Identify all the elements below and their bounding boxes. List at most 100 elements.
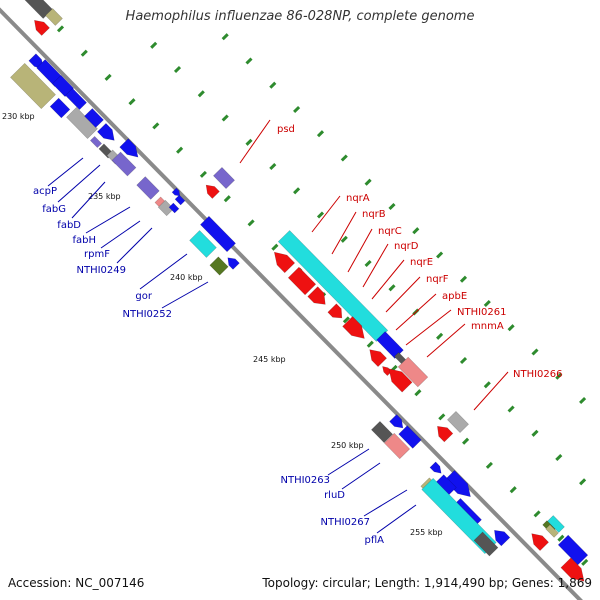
gene-feature: [277, 230, 389, 342]
gene-feature: [168, 202, 180, 214]
gene-label-nqrb[interactable]: nqrB: [362, 209, 386, 220]
feature-layer: [10, 0, 589, 582]
gene-label-nthi0252[interactable]: NTHI0252: [122, 309, 172, 320]
tick-mark: [152, 122, 160, 130]
tick-mark: [197, 90, 205, 98]
gene-feature: [171, 187, 181, 197]
label-leader-line: [311, 195, 341, 233]
tick-mark: [533, 510, 541, 518]
scale-label: 235 kbp: [88, 192, 121, 201]
gene-label-nthi0261[interactable]: NTHI0261: [457, 307, 507, 318]
tick-mark: [509, 486, 517, 494]
tick-mark: [581, 558, 589, 566]
gene-feature: [545, 524, 559, 538]
gene-feature: [34, 19, 50, 36]
gene-feature: [369, 349, 387, 367]
gene-label-fabh[interactable]: fabH: [72, 235, 96, 246]
gene-label-nqrc[interactable]: nqrC: [378, 226, 402, 237]
tick-mark: [128, 98, 136, 106]
tick-mark: [176, 146, 184, 154]
label-leader-line: [47, 157, 84, 187]
gene-label-fabd[interactable]: fabD: [57, 220, 81, 231]
tick-mark: [459, 275, 468, 283]
label-leader-line: [71, 181, 106, 219]
gene-feature: [97, 123, 115, 141]
tick-mark: [199, 170, 207, 178]
label-leader-line: [363, 489, 408, 517]
gene-label-nqre[interactable]: nqrE: [410, 257, 433, 268]
gene-feature: [287, 266, 317, 296]
gene-label-rpmf[interactable]: rpmF: [84, 249, 110, 260]
tick-mark: [557, 534, 565, 542]
tick-mark: [412, 227, 420, 235]
gene-feature: [111, 151, 137, 177]
label-leader-line: [85, 206, 131, 234]
gene-label-acpp[interactable]: acpP: [33, 186, 57, 197]
tick-mark: [388, 202, 396, 211]
tick-mark: [579, 478, 587, 486]
label-leader-line: [473, 371, 509, 411]
gene-feature: [23, 0, 53, 19]
label-leader-line: [426, 323, 466, 358]
tick-mark: [438, 413, 446, 421]
tick-mark: [459, 356, 468, 365]
gene-feature: [547, 515, 565, 533]
label-leader-line: [405, 309, 452, 346]
gene-label-nthi0266[interactable]: NTHI0266: [513, 369, 563, 380]
tick-mark: [507, 324, 515, 332]
tick-mark: [414, 389, 422, 397]
tick-mark: [221, 33, 229, 41]
gene-feature: [307, 286, 326, 305]
tick-mark: [293, 187, 301, 195]
gene-feature: [273, 251, 296, 274]
gene-label-fabg[interactable]: fabG: [42, 204, 66, 215]
tick-mark: [269, 81, 277, 89]
gene-feature: [227, 257, 240, 270]
scale-label: 245 kbp: [253, 355, 286, 364]
topology-text: Topology: circular; Length: 1,914,490 bp…: [262, 576, 592, 590]
gene-feature: [342, 316, 365, 339]
gene-label-nqrd[interactable]: nqrD: [394, 241, 419, 252]
map-title: Haemophilus influenzae 86-028NP, complet…: [125, 9, 475, 24]
label-leader-line: [57, 164, 101, 203]
tick-mark: [223, 195, 231, 203]
gene-label-psd[interactable]: psd: [277, 124, 295, 135]
gene-feature: [119, 138, 139, 158]
accession-text: Accession: NC_007146: [8, 576, 145, 590]
label-leader-line: [161, 281, 209, 309]
tick-mark: [555, 372, 563, 380]
label-leader-line: [362, 243, 389, 288]
gene-label-nthi0263[interactable]: NTHI0263: [280, 475, 330, 486]
gene-label-pfla[interactable]: pflA: [365, 535, 385, 546]
gene-feature: [394, 351, 406, 365]
gene-feature: [494, 529, 511, 547]
tick-mark: [56, 25, 65, 33]
tick-mark: [245, 57, 253, 65]
gene-label-mnma[interactable]: mnmA: [471, 321, 504, 332]
tick-mark: [531, 348, 539, 356]
gene-feature: [209, 256, 229, 276]
gene-label-nqrf[interactable]: nqrF: [426, 274, 449, 285]
tick-mark: [271, 243, 279, 251]
tick-mark: [173, 65, 182, 74]
tick-mark: [531, 429, 539, 437]
tick-mark: [507, 405, 515, 413]
gene-feature: [213, 167, 235, 189]
gene-label-rlud[interactable]: rluD: [324, 490, 345, 501]
tick-mark: [80, 49, 88, 57]
gene-feature: [560, 557, 585, 582]
gene-label-nthi0267[interactable]: NTHI0267: [320, 517, 370, 528]
gene-label-nthi0249[interactable]: NTHI0249: [76, 265, 126, 276]
gene-label-nqra[interactable]: nqrA: [346, 193, 370, 204]
gene-feature: [473, 531, 499, 557]
scale-label: 230 kbp: [2, 112, 35, 121]
tick-mark: [436, 251, 444, 259]
gene-feature: [376, 331, 404, 359]
scale-label: 250 kbp: [331, 441, 364, 450]
gene-feature: [437, 425, 454, 443]
gene-label-apbe[interactable]: apbE: [442, 291, 467, 302]
gene-label-gor[interactable]: gor: [135, 291, 152, 302]
label-leader-line: [327, 448, 370, 476]
